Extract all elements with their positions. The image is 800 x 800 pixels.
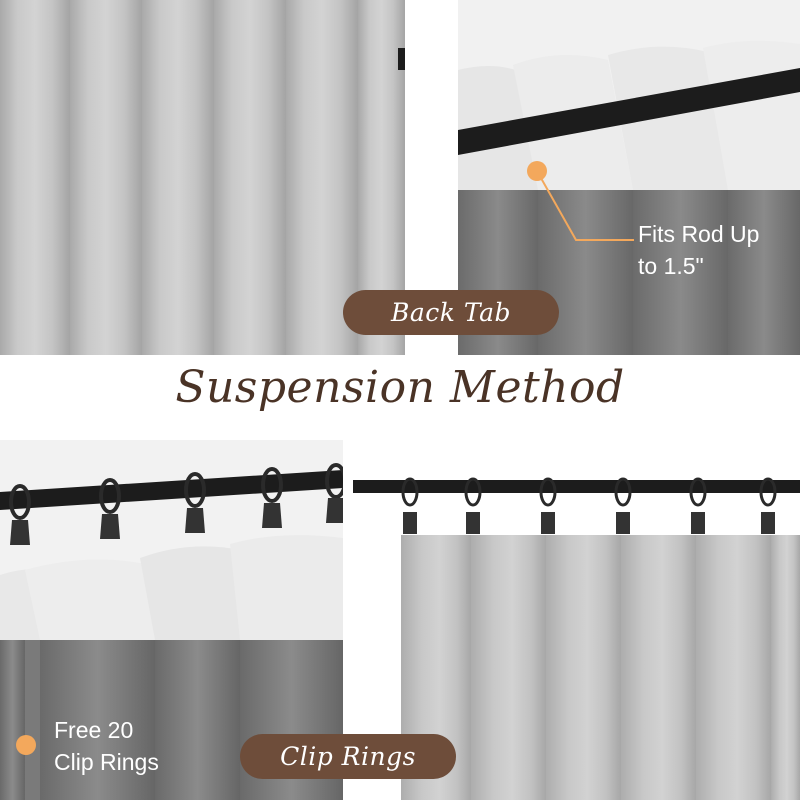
callout-dot-icon (16, 735, 36, 755)
rod-size-callout: Fits Rod Up to 1.5" (638, 218, 759, 282)
photo-back-tab-front (0, 0, 405, 355)
clip-rings-line-1: Free 20 (54, 717, 134, 743)
photo-clip-rings-detail (0, 440, 343, 800)
clip-rings-line-2: Clip Rings (54, 749, 159, 775)
rod-size-line-1: Fits Rod Up (638, 221, 760, 247)
back-tab-label: Back Tab (343, 290, 559, 335)
photo-back-tab-detail (458, 0, 800, 355)
rod-size-line-2: to 1.5" (638, 253, 704, 279)
headline: Suspension Method (175, 362, 625, 413)
callout-leader-line (536, 170, 634, 241)
clip-rings-label: Clip Rings (240, 734, 456, 779)
clip-rings-callout: Free 20 Clip Rings (54, 714, 159, 778)
